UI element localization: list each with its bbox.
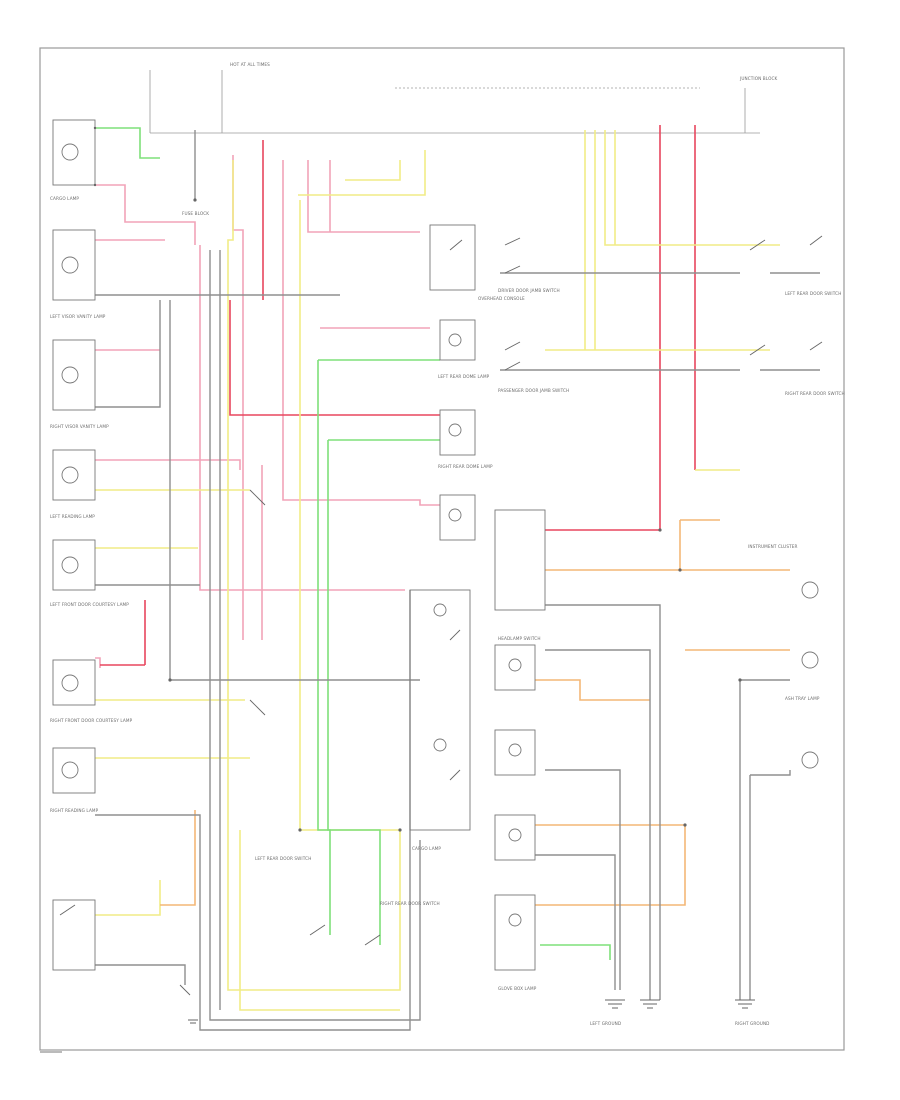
lighter-lamp-icon [801,651,819,669]
label-ground-right: RIGHT GROUND [735,1021,770,1026]
right-vanity-lamp-box [52,339,96,411]
ash-tray-lamp-icon [801,581,819,599]
label-ash-tray-lamp: ASH TRAY LAMP [785,696,820,701]
label-left-rear-dome: LEFT REAR DOME LAMP [438,374,490,379]
right-courtesy-lamp-icon [61,674,79,692]
label-overhead-console: OVERHEAD CONSOLE [478,296,525,301]
diagram-frame [39,47,845,1051]
right-rear-dome-box [439,409,476,456]
label-right-courtesy: RIGHT FRONT DOOR COURTESY LAMP [50,718,133,723]
label-right-rear-door: RIGHT REAR DOOR SWITCH [380,901,440,906]
wires-pink [95,155,440,668]
left-courtesy-lamp-box [52,539,96,591]
label-junction-block: JUNCTION BLOCK [739,76,777,81]
label-cargo-lamp-2: CARGO LAMP [412,846,441,851]
label-left-vanity: LEFT VISOR VANITY LAMP [50,314,106,319]
label-right-reading: RIGHT READING LAMP [50,808,99,813]
right-reading-lamp-box [52,747,96,794]
label-left-reading: LEFT READING LAMP [50,514,95,519]
label-left-rear-door: LEFT REAR DOOR SWITCH [255,856,311,861]
label-cargo-lamp: CARGO LAMP [50,196,79,201]
map-lamp-box [439,494,476,541]
label-right-rear-dome: RIGHT REAR DOME LAMP [438,464,493,469]
left-reading-lamp-box [52,449,96,501]
label-hot-all-times: HOT AT ALL TIMES [230,62,270,67]
component-labels: HOT AT ALL TIMES JUNCTION BLOCK FUSE BLO… [50,62,845,1026]
left-reading-lamp-icon [61,466,79,484]
switch-c-box [494,814,536,861]
right-courtesy-lamp-box [52,659,96,706]
ground-small-icon [188,1019,198,1024]
label-headlamp-switch: HEADLAMP SWITCH [498,636,541,641]
label-right-vanity: RIGHT VISOR VANITY LAMP [50,424,109,429]
label-glove-box-lamp: GLOVE BOX LAMP [498,986,537,991]
left-vanity-lamp-icon [61,256,79,274]
ground-symbols [188,999,755,1024]
ground-right-icon [735,999,755,1009]
wires-orange [160,519,790,906]
wires-green [95,127,611,960]
cargo-lamp-icon [61,143,79,161]
label-fuse-block: FUSE BLOCK [182,211,209,216]
wires-gray [95,130,820,1031]
right-reading-lamp-icon [61,761,79,779]
label-left-courtesy: LEFT FRONT DOOR COURTESY LAMP [50,602,129,607]
headlamp-switch-box [494,644,536,691]
label-ground-left: LEFT GROUND [590,1021,621,1026]
ground-left-icon [605,999,625,1009]
label-driver-door-switch: DRIVER DOOR JAMB SWITCH [498,288,560,293]
label-instrument-cluster: INSTRUMENT CLUSTER [748,544,798,549]
instrument-panel-box [494,509,546,611]
label-left-rear-door-switch: LEFT REAR DOOR SWITCH [785,291,841,296]
door-switch-module [409,589,471,831]
right-vanity-lamp-icon [61,366,79,384]
right-modules [409,224,819,971]
left-rear-dome-box [439,319,476,361]
splice-dots [93,126,742,832]
switch-b-box [494,729,536,776]
left-lamps [52,119,96,971]
cargo-lamp-box [52,119,96,186]
glove-lamp-icon [801,751,819,769]
label-right-rear-door-switch: RIGHT REAR DOOR SWITCH [785,391,845,396]
overhead-console-box [429,224,476,291]
glove-box-lamp-box [494,894,536,971]
ground-center-icon [640,999,660,1009]
fuse-rail [149,70,760,134]
label-passenger-door-switch: PASSENGER DOOR JAMB SWITCH [498,388,569,393]
switches [59,235,823,996]
left-vanity-lamp-box [52,229,96,301]
instrument-switch-box [52,899,96,971]
left-courtesy-lamp-icon [61,556,79,574]
wires-yellow [95,130,780,1011]
